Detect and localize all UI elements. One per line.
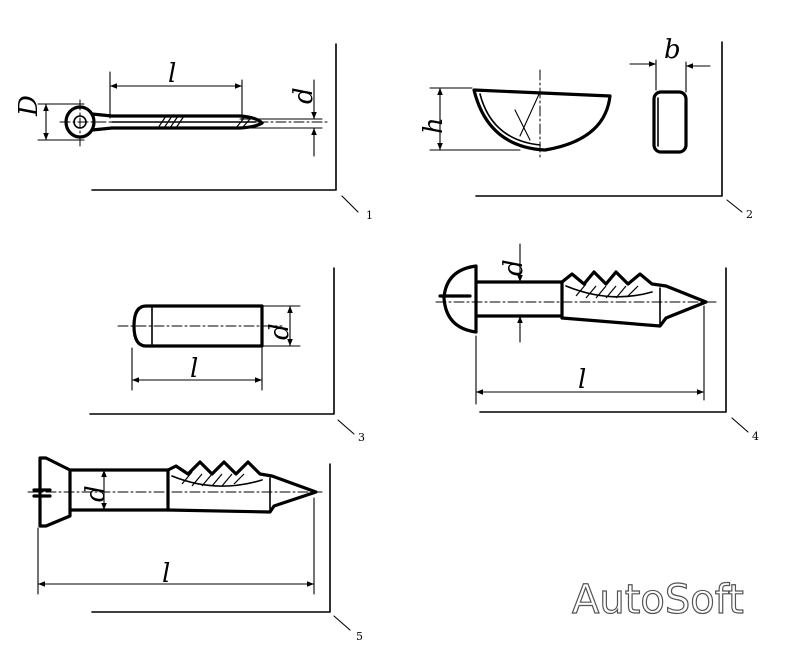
autosoft-watermark: AutoSoft [572,577,744,623]
fig3-number: 3 [358,431,365,444]
fig5-label-d: d [81,485,111,502]
fig4-label-d: d [499,259,529,276]
fig1-label-l: l [168,59,176,89]
fig5-number: 5 [356,630,363,643]
fig1-label-D: D [14,95,44,117]
figure-2-woodruff-key: h b 2 [419,35,753,221]
fig1-label-d: d [289,87,319,104]
figure-1-cotter-pin: l D d 1 [14,43,373,222]
fig2-label-h: h [419,117,449,134]
fig2-number: 2 [746,208,753,221]
figure-4-roundhead-screw: d l 4 [435,243,759,443]
fig4-label-l: l [578,365,586,395]
figure-3-cylindrical-pin: l d 3 [89,267,365,444]
fig3-label-l: l [190,354,198,384]
fig3-label-d: d [265,323,295,340]
fig2-label-b: b [664,35,681,65]
fig5-label-l: l [162,559,170,589]
fig1-number: 1 [366,209,373,222]
fig4-number: 4 [752,430,759,443]
figure-5-countersunk-screw: d l 5 [27,456,363,643]
